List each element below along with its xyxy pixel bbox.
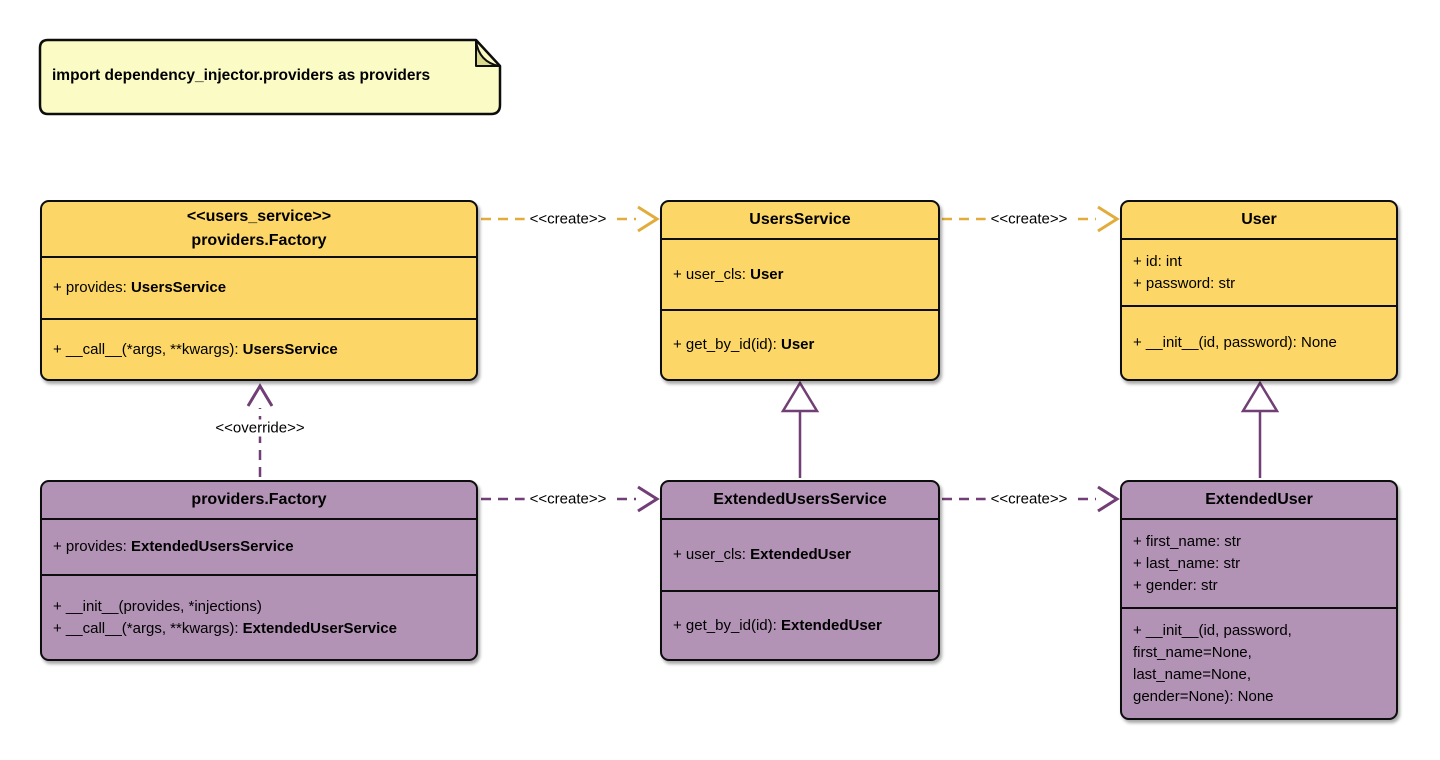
class-attributes: + first_name: str + last_name: str + gen… (1122, 520, 1396, 609)
class-header: User (1122, 202, 1396, 240)
class-name: providers.Factory (191, 491, 327, 508)
create-label-2: <<create>> (985, 210, 1073, 228)
class-attributes: + user_cls: ExtendedUser (662, 520, 938, 592)
class-attribute: + user_cls: User (673, 265, 784, 283)
class-name: ExtendedUsersService (713, 491, 887, 508)
class-name: providers.Factory (191, 232, 327, 249)
class-attribute: + gender: str (1133, 576, 1218, 594)
class-attributes: + user_cls: User (662, 240, 938, 311)
class-name: UsersService (749, 211, 851, 228)
hollow-triangle-icon (780, 380, 820, 413)
create-label-3: <<create>> (524, 490, 612, 508)
class-methods: + __init__(id, password): None (1122, 307, 1396, 379)
class-method: + __call__(*args, **kwargs): UsersServic… (53, 340, 338, 358)
class-method: + get_by_id(id): ExtendedUser (673, 616, 882, 634)
class-name: ExtendedUser (1205, 491, 1313, 508)
class-header: ExtendedUsersService (662, 482, 938, 520)
override-label: <<override>> (210, 419, 310, 437)
class-box-extended-user: ExtendedUser + first_name: str + last_na… (1120, 480, 1398, 720)
class-attribute: + password: str (1133, 274, 1236, 292)
class-attribute: + provides: UsersService (53, 279, 227, 296)
class-methods: + __init__(provides, *injections) + __ca… (42, 576, 476, 659)
class-methods: + get_by_id(id): User (662, 311, 938, 379)
class-attributes: + provides: ExtendedUsersService (42, 520, 476, 576)
open-arrowhead-icon (1097, 205, 1120, 233)
class-method: + get_by_id(id): User (673, 336, 815, 353)
class-box-providers-factory-users: <<users_service>> providers.Factory + pr… (40, 200, 478, 381)
note-fold-icon (475, 40, 500, 67)
open-arrowhead-icon (637, 485, 660, 513)
class-header: providers.Factory (42, 482, 476, 520)
class-attributes: + id: int + password: str (1122, 240, 1396, 307)
class-methods: + __init__(id, password, first_name=None… (1122, 609, 1396, 718)
open-arrowhead-icon (637, 205, 660, 233)
class-attribute: + first_name: str (1133, 532, 1241, 550)
class-methods: + get_by_id(id): ExtendedUser (662, 592, 938, 659)
class-attribute: + user_cls: ExtendedUser (673, 546, 851, 563)
class-name: User (1241, 211, 1277, 228)
class-stereotype: <<users_service>> (186, 208, 332, 225)
class-method: + __init__(id, password): None (1133, 334, 1337, 351)
open-arrowhead-icon (246, 383, 274, 407)
class-attribute: + last_name: str (1133, 554, 1241, 572)
class-attribute: + provides: ExtendedUsersService (53, 538, 294, 555)
class-attribute: + id: int (1133, 252, 1182, 270)
open-arrowhead-icon (1097, 485, 1120, 513)
create-label-4: <<create>> (985, 490, 1073, 508)
note-text: import dependency_injector.providers as … (52, 67, 431, 84)
import-note: import dependency_injector.providers as … (38, 38, 504, 118)
note-shape (38, 38, 502, 116)
class-method: + __call__(*args, **kwargs): ExtendedUse… (53, 619, 397, 637)
class-box-extended-users-service: ExtendedUsersService + user_cls: Extende… (660, 480, 940, 661)
class-box-user: User + id: int + password: str + __init_… (1120, 200, 1398, 381)
class-attributes: + provides: UsersService (42, 258, 476, 320)
class-method: + __init__(provides, *injections) (53, 597, 262, 615)
hollow-triangle-icon (1240, 380, 1280, 413)
class-box-users-service: UsersService + user_cls: User + get_by_i… (660, 200, 940, 381)
create-label-1: <<create>> (524, 210, 612, 228)
class-header: <<users_service>> providers.Factory (42, 202, 476, 258)
class-header: ExtendedUser (1122, 482, 1396, 520)
class-method: + __init__(id, password, first_name=None… (1133, 621, 1292, 705)
inheritance-arrow-extuser (1240, 380, 1280, 478)
class-header: UsersService (662, 202, 938, 240)
class-box-providers-factory-extended: providers.Factory + provides: ExtendedUs… (40, 480, 478, 661)
class-methods: + __call__(*args, **kwargs): UsersServic… (42, 320, 476, 379)
inheritance-arrow-extusersservice (780, 380, 820, 478)
